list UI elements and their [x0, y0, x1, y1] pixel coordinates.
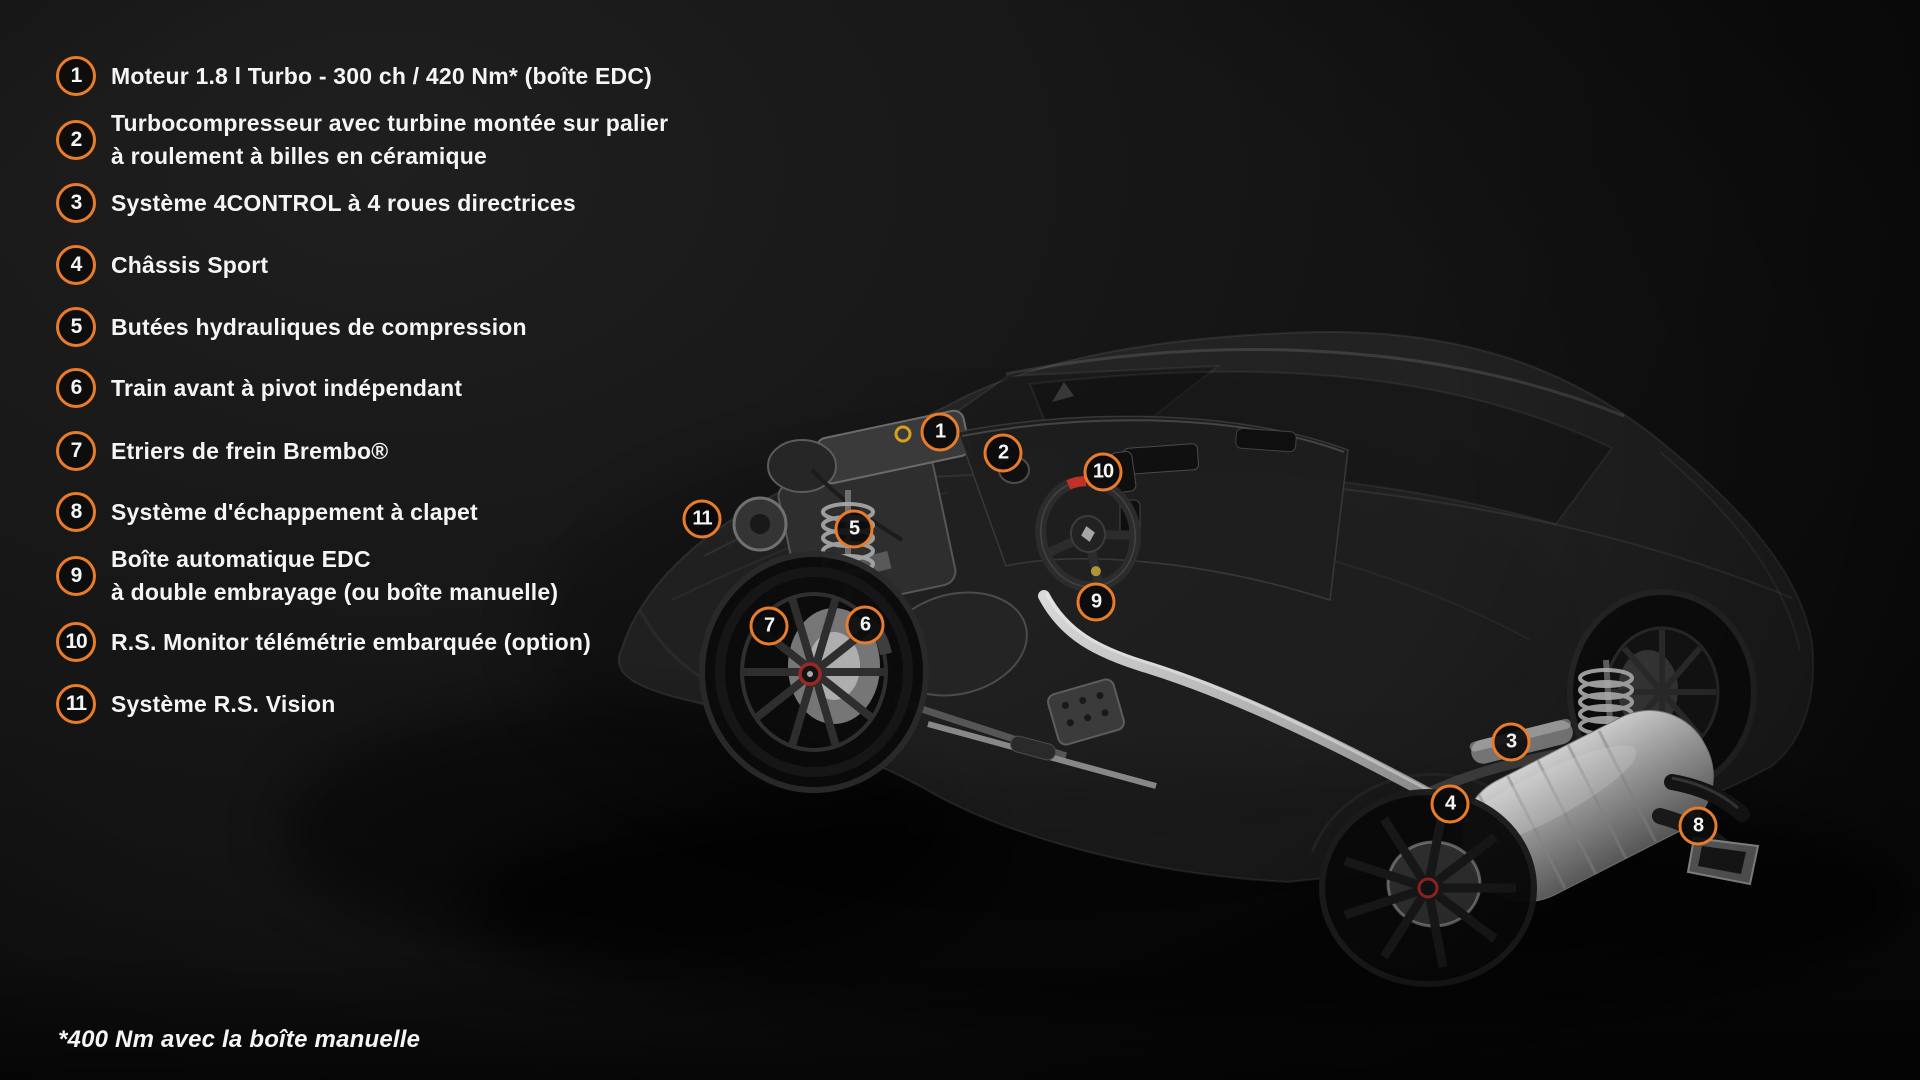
footnote: *400 Nm avec la boîte manuelle [58, 1026, 421, 1053]
legend-item-label: Moteur 1.8 l Turbo - 300 ch / 420 Nm* (b… [111, 62, 653, 89]
legend-item-label: Train avant à pivot indépendant [111, 374, 463, 401]
legend-item-number-badge: 11 [56, 684, 96, 724]
diagram-marker: 5 [834, 509, 874, 549]
legend-item-label: Système 4CONTROL à 4 roues directrices [111, 189, 576, 216]
legend-item-number-badge: 6 [56, 368, 96, 408]
legend-item-label: Turbocompresseur avec turbine montée sur… [111, 110, 669, 169]
legend-item: 3 Système 4CONTROL à 4 roues directrices [56, 183, 576, 223]
diagram-marker: 6 [845, 605, 885, 645]
legend-item: 4 Châssis Sport [56, 245, 268, 285]
legend-item: 7 Etriers de frein Brembo® [56, 431, 388, 471]
legend-item: 5 Butées hydrauliques de compression [56, 307, 527, 347]
legend-item-label: Châssis Sport [111, 251, 269, 278]
legend-item-number-badge: 2 [56, 120, 96, 160]
legend-item: 2 Turbocompresseur avec turbine montée s… [56, 107, 668, 173]
legend-item-number-badge: 4 [56, 245, 96, 285]
legend-item-number-badge: 5 [56, 307, 96, 347]
legend-item: 8 Système d'échappement à clapet [56, 492, 478, 532]
diagram-marker: 9 [1076, 582, 1116, 622]
legend-item-label: Système R.S. Vision [111, 690, 336, 717]
diagram-marker: 1 [920, 412, 960, 452]
legend-item-label: Butées hydrauliques de compression [111, 313, 527, 340]
legend-item: 10 R.S. Monitor télémétrie embarquée (op… [56, 622, 591, 662]
legend-item: 6 Train avant à pivot indépendant [56, 368, 462, 408]
diagram-marker: 7 [749, 606, 789, 646]
legend-item-number-badge: 9 [56, 556, 96, 596]
diagram-marker: 3 [1491, 722, 1531, 762]
legend-item-label: Boîte automatique EDC à double embrayage… [111, 546, 559, 605]
diagram-marker: 11 [682, 499, 722, 539]
legend-item-number-badge: 7 [56, 431, 96, 471]
legend-item-label: R.S. Monitor télémétrie embarquée (optio… [111, 628, 591, 655]
legend-item: 9 Boîte automatique EDC à double embraya… [56, 543, 558, 609]
legend-item: 11 Système R.S. Vision [56, 684, 336, 724]
diagram-marker: 8 [1678, 806, 1718, 846]
legend-item-number-badge: 1 [56, 56, 96, 96]
legend-item-label: Système d'échappement à clapet [111, 498, 478, 525]
legend-item: 1 Moteur 1.8 l Turbo - 300 ch / 420 Nm* … [56, 56, 652, 96]
legend-item-number-badge: 3 [56, 183, 96, 223]
legend-item-number-badge: 10 [56, 622, 96, 662]
diagram-marker: 10 [1083, 452, 1123, 492]
diagram-marker: 2 [983, 433, 1023, 473]
legend-item-number-badge: 8 [56, 492, 96, 532]
diagram-marker: 4 [1430, 784, 1470, 824]
legend-item-label: Etriers de frein Brembo® [111, 437, 389, 464]
